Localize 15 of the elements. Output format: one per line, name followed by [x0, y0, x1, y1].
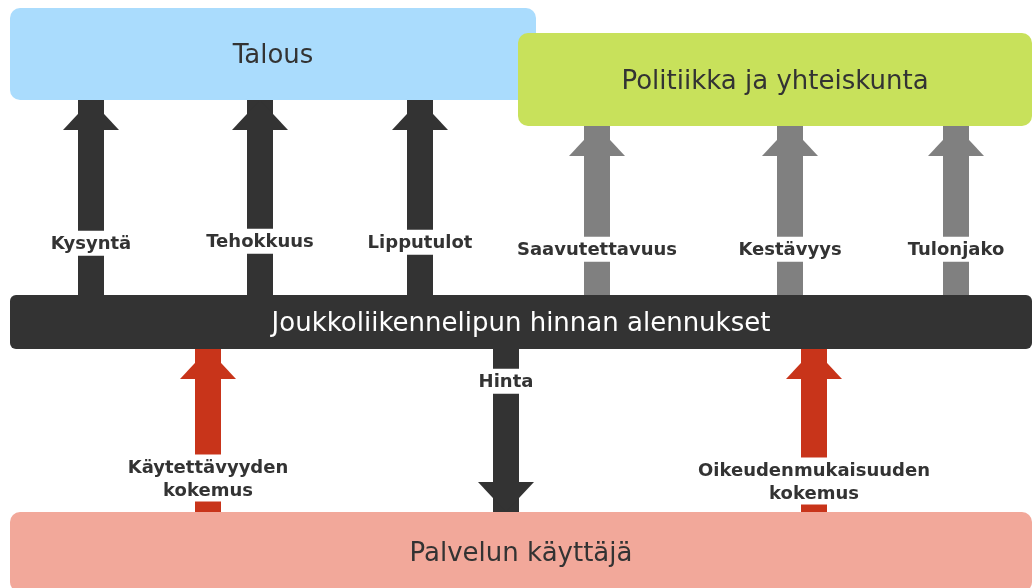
user-box: [10, 512, 1032, 588]
arrow: [762, 126, 818, 295]
topic-bar: [10, 295, 1032, 349]
arrow: [478, 349, 534, 512]
arrow: [569, 126, 625, 295]
arrow: [392, 100, 448, 295]
arrow: [928, 126, 984, 295]
box-title: Palvelun käyttäjä: [409, 537, 633, 567]
arrow: [63, 100, 119, 295]
category-box: [518, 33, 1032, 126]
category-box: [10, 8, 536, 100]
box-title: Talous: [232, 39, 314, 69]
arrow: [232, 100, 288, 295]
box-title: Politiikka ja yhteiskunta: [621, 64, 929, 95]
box-title: Joukkoliikennelipun hinnan alennukset: [271, 307, 771, 337]
